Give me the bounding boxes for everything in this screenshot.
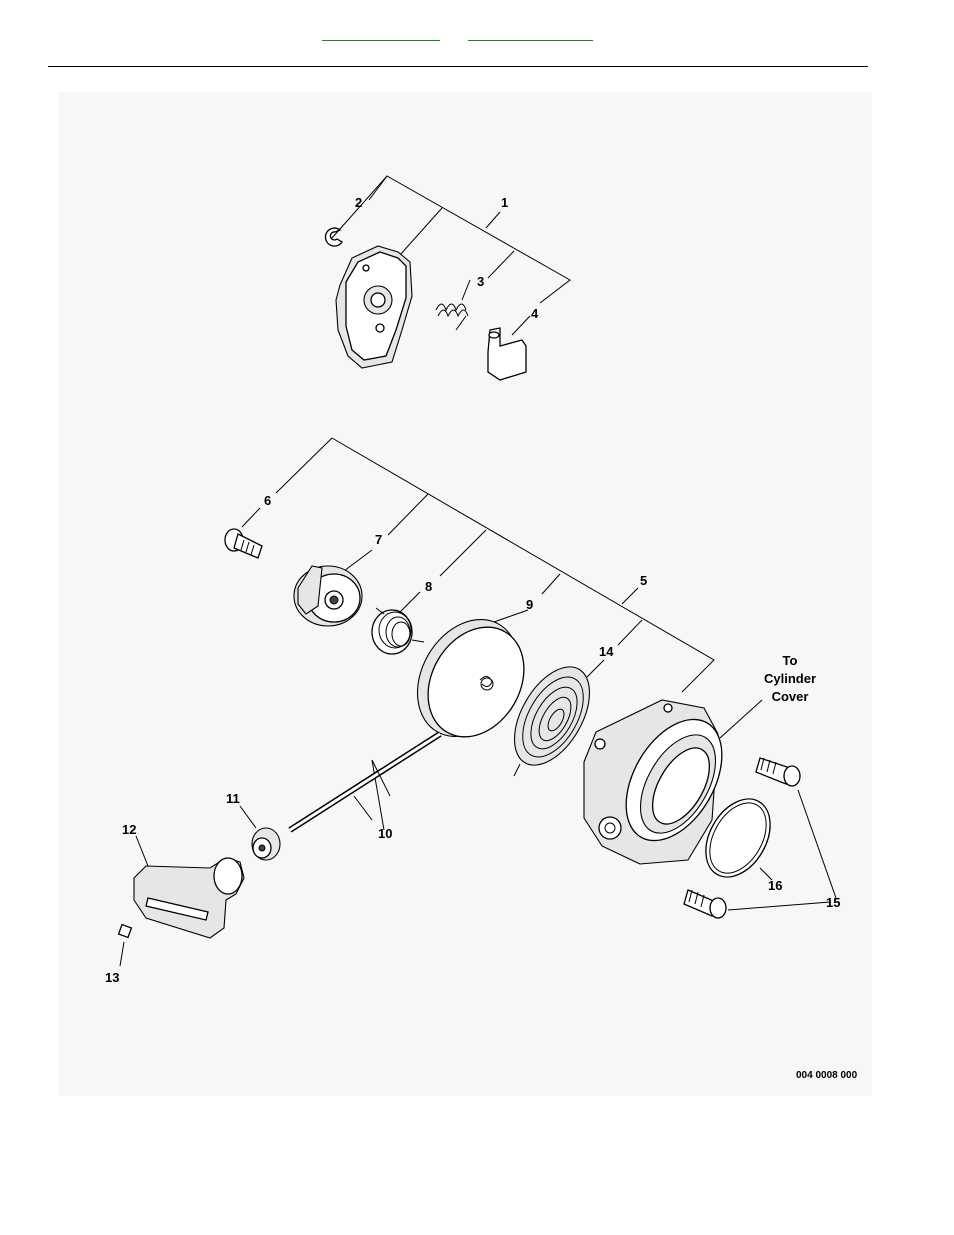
nav-link-previous[interactable] <box>322 28 440 41</box>
part-bolt-lower <box>683 889 727 919</box>
callout-4: 4 <box>531 306 539 321</box>
part-ratchet-spring <box>371 607 425 655</box>
lower-assembly-leaders <box>119 437 837 967</box>
part-pawl-spring <box>435 303 469 331</box>
callout-11: 11 <box>226 791 240 806</box>
callout-9: 9 <box>526 597 533 612</box>
callout-7: 7 <box>375 532 382 547</box>
header-divider <box>48 66 868 67</box>
part-starter-case <box>583 699 723 865</box>
part-ratchet <box>293 565 363 627</box>
callout-2: 2 <box>355 195 362 210</box>
part-recoil-spring <box>513 666 591 777</box>
part-rope-reel <box>416 619 525 738</box>
part-starter-handle <box>133 857 245 939</box>
callout-3: 3 <box>477 274 484 289</box>
part-bolt-upper <box>755 757 801 787</box>
part-starter-pulley-cover <box>335 245 413 369</box>
callout-10: 10 <box>378 826 392 841</box>
part-gasket <box>705 798 771 878</box>
callout-8: 8 <box>425 579 432 594</box>
callout-14: 14 <box>599 644 614 659</box>
callout-15: 15 <box>826 895 840 910</box>
part-rope-guide <box>251 827 281 861</box>
note-line-3: Cover <box>772 689 809 704</box>
part-e-clip <box>324 227 343 247</box>
callout-12: 12 <box>122 822 136 837</box>
callout-6: 6 <box>264 493 271 508</box>
callout-5: 5 <box>640 573 647 588</box>
drawing-number: 004 0008 000 <box>796 1070 858 1081</box>
upper-assembly-leaders <box>331 175 571 336</box>
note-line-2: Cylinder <box>764 671 816 686</box>
part-center-screw <box>224 528 263 559</box>
callout-13: 13 <box>105 970 119 985</box>
note-line-1: To <box>783 653 798 668</box>
callout-1: 1 <box>501 195 508 210</box>
callout-16: 16 <box>768 878 782 893</box>
nav-link-next[interactable] <box>468 28 593 41</box>
part-pawl <box>487 327 527 381</box>
part-rope-clip <box>117 923 133 939</box>
part-starter-rope <box>288 731 442 833</box>
